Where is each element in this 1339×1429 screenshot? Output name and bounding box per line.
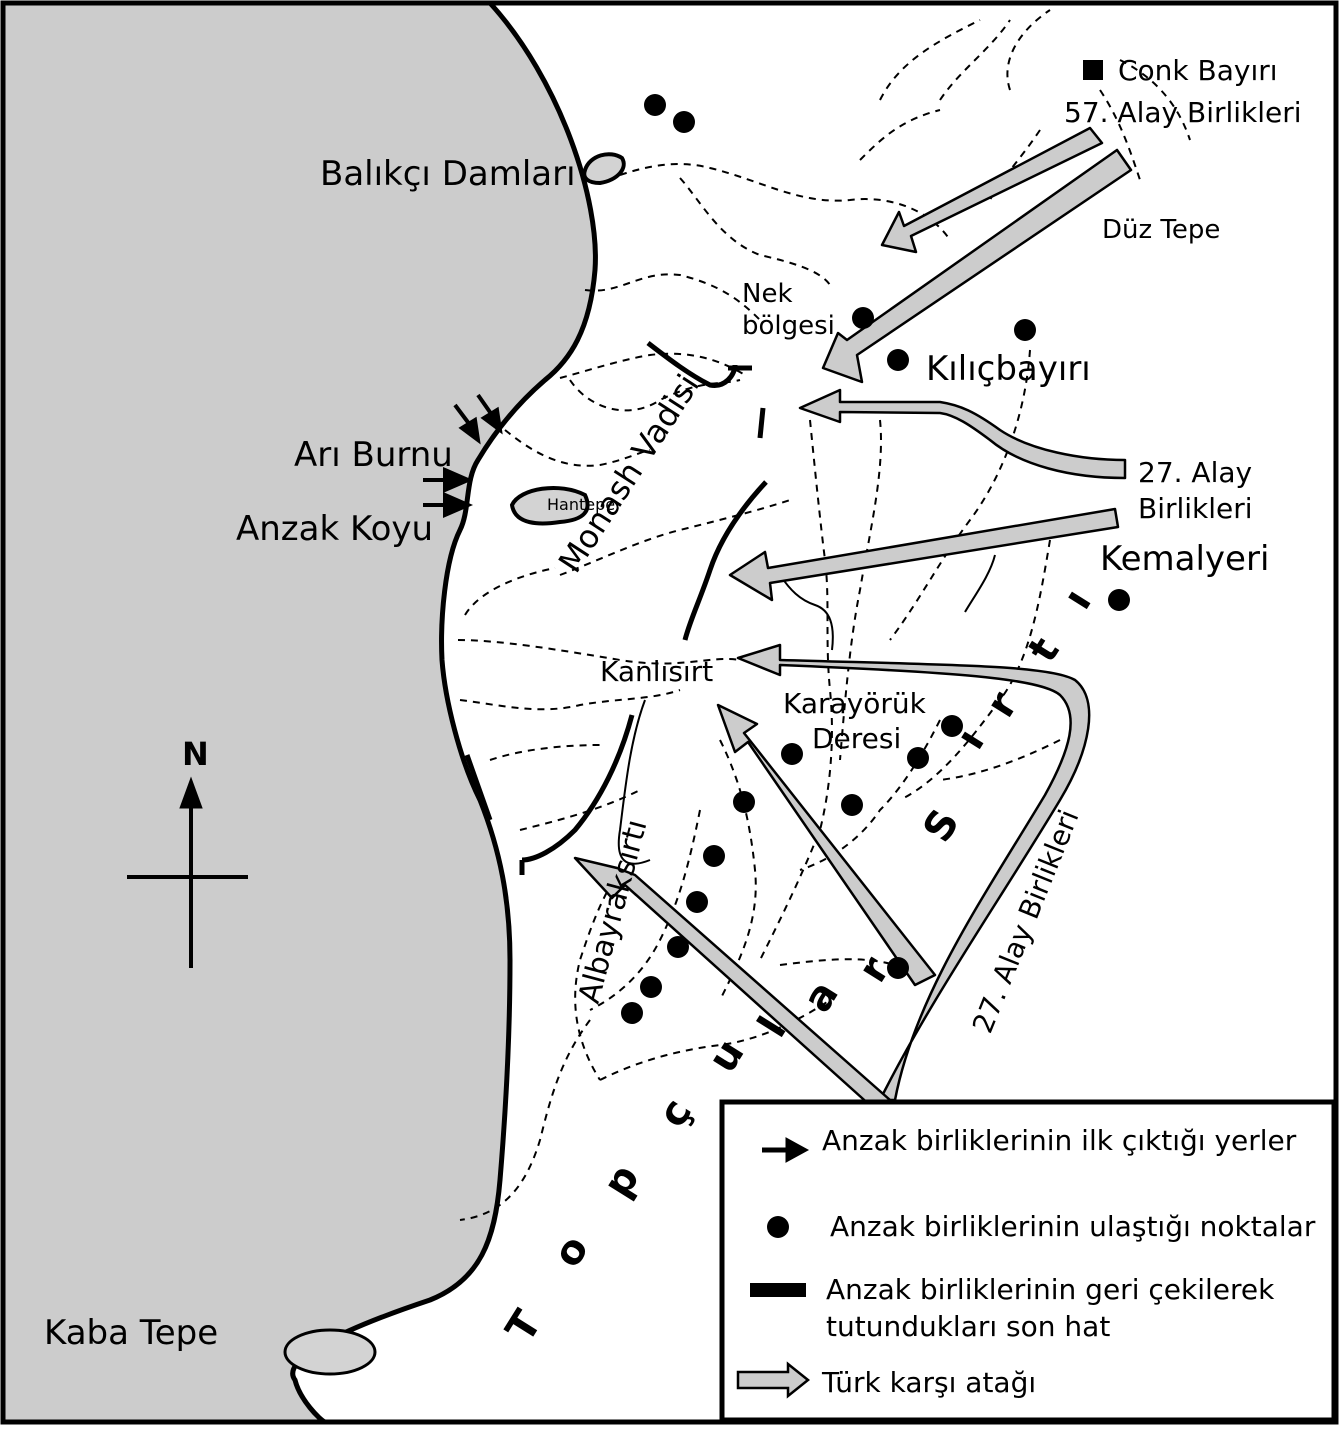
landing-arrow-icon (423, 491, 474, 519)
reached-point-icon (941, 715, 963, 737)
conk-bayiri-marker (1083, 60, 1103, 80)
reached-point-icon (667, 936, 689, 958)
landing-arrow-icon (762, 1137, 810, 1163)
legend-label-counterattack: Türk karşı atağı (821, 1366, 1036, 1399)
label-57-alay: 57. Alay Birlikleri (1064, 96, 1302, 129)
counterattack-arrow-icon (798, 388, 1127, 480)
sea-area (0, 0, 598, 1425)
reached-point-icon (781, 743, 803, 765)
legend-label-landing: Anzak birliklerinin ilk çıktığı yerler (822, 1124, 1297, 1157)
reached-points (621, 94, 1130, 1024)
balikci-rock (582, 152, 626, 186)
counterattack-arrow-icon (573, 856, 892, 1109)
north-arrow (127, 776, 248, 968)
label-kaba-tepe: Kaba Tepe (44, 1313, 218, 1353)
landing-arrow-icon (453, 403, 481, 445)
anzac-last-line (464, 341, 768, 875)
last-line-icon (750, 1283, 806, 1297)
legend-label-reached: Anzak birliklerinin ulaştığı noktalar (830, 1210, 1316, 1243)
reached-point-icon (640, 976, 662, 998)
reached-point-icon (887, 349, 909, 371)
label-karayoruk-deresi: Deresi (812, 722, 901, 755)
landing-arrow-icon (476, 393, 503, 435)
north-label: N (182, 735, 209, 773)
hantepe-hill (509, 486, 590, 526)
label-conk-bayiri: Conk Bayırı (1118, 54, 1278, 87)
label-balikci-damlari: Balıkçı Damları (320, 154, 576, 194)
reached-point-icon (733, 791, 755, 813)
kaba-tepe-rock (283, 1328, 377, 1376)
reached-point-icon (673, 111, 695, 133)
reached-point-icon (703, 845, 725, 867)
stream-lines (617, 554, 996, 865)
label-karayoruk: Karayörük (783, 687, 927, 720)
label-nek: Nek (742, 279, 793, 309)
counterattack-arrow-icon (821, 148, 1133, 384)
label-ari-burnu: Arı Burnu (294, 435, 453, 475)
label-nek-bolgesi: bölgesi (742, 311, 835, 341)
counterattack-arrow-icon (880, 126, 1104, 254)
label-kanlisirt: Kanlısırt (600, 655, 713, 688)
label-kilicbayiri: Kılıçbayırı (926, 349, 1091, 389)
reached-point-icon (887, 957, 909, 979)
landing-arrow-icon (423, 466, 474, 494)
turkish-counterattack-arrows (573, 126, 1133, 1109)
legend-box (719, 1099, 1337, 1423)
reached-point-icon (907, 747, 929, 769)
reached-point-icon (1108, 589, 1130, 611)
counterattack-arrow-icon (736, 643, 1091, 1102)
reached-point-icon (644, 94, 666, 116)
legend-label-last-line-1: Anzak birliklerinin geri çekilerek (826, 1273, 1275, 1306)
reached-point-icon (686, 891, 708, 913)
reached-point-icon (621, 1002, 643, 1024)
counterattack-arrow-icon (728, 507, 1120, 602)
label-kemalyeri: Kemalyeri (1100, 539, 1269, 579)
label-27-alay-birlikleri: Birlikleri (1138, 492, 1253, 525)
label-27-alay: 27. Alay (1138, 456, 1252, 489)
legend-label-last-line-2: tutundukları son hat (826, 1310, 1110, 1343)
map-legend: Anzak birliklerinin ilk çıktığı yerler A… (719, 1099, 1337, 1423)
reached-point-icon (767, 1216, 789, 1238)
label-hantepe: Hantepe (547, 495, 615, 514)
reached-point-icon (1014, 319, 1036, 341)
reached-point-icon (852, 307, 874, 329)
label-duz-tepe: Düz Tepe (1102, 215, 1220, 245)
counterattack-arrow-icon (736, 1361, 811, 1399)
reached-point-icon (841, 794, 863, 816)
label-anzak-koyu: Anzak Koyu (236, 509, 433, 549)
landing-arrows (423, 393, 503, 519)
terrain-contours (457, 9, 1191, 1221)
counterattack-arrow-icon (716, 703, 937, 987)
